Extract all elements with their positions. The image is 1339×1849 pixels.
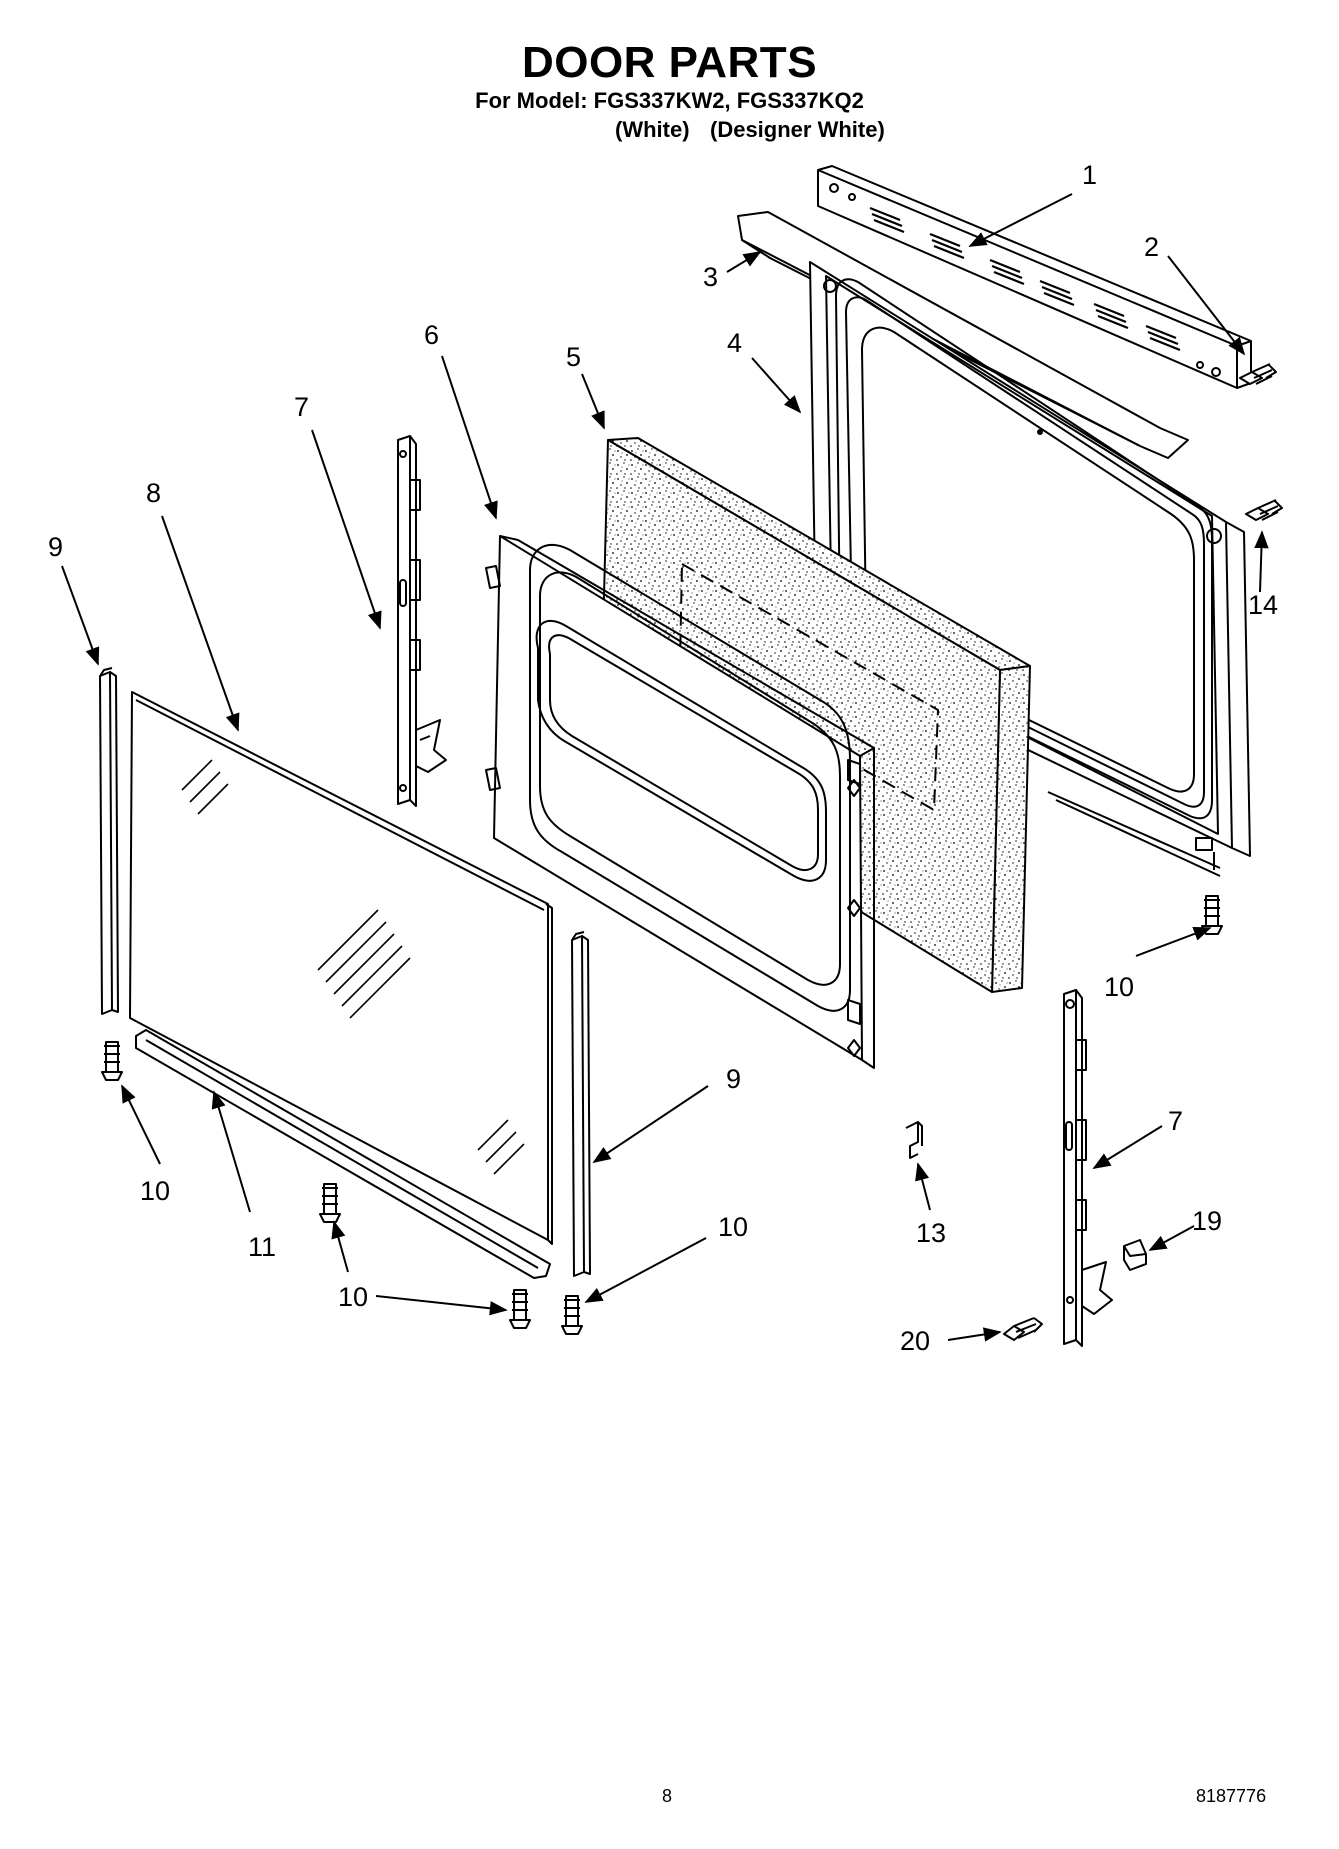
screw-part-20 [1003,1317,1043,1341]
part-9-side-trim-left [99,667,119,1015]
leader-7-right [1092,1125,1163,1169]
callout-6: 6 [424,320,439,350]
leader-4 [751,357,802,414]
callout-2: 2 [1144,232,1159,262]
leader-7-left [311,429,382,630]
screw-part-2 [1239,363,1277,385]
callout-10-left: 10 [140,1176,170,1206]
leader-5 [581,373,605,430]
leader-19 [1148,1225,1195,1251]
screw-part-10-left [101,1041,123,1081]
callout-9-right: 9 [726,1064,741,1094]
page-number: 8 [662,1786,673,1806]
callout-9-left: 9 [48,532,63,562]
part-8-outer-glass [129,691,553,1245]
leader-10-bottom-left [331,1220,349,1273]
callout-7-left: 7 [294,392,309,422]
finish-designer-white: (Designer White) [710,117,885,142]
callout-3: 3 [703,262,718,292]
leader-10-bottom-center [375,1295,508,1316]
leader-10-left [121,1084,161,1165]
leader-9-right [592,1085,709,1163]
leader-11 [211,1090,251,1213]
leader-8 [161,515,240,732]
callout-10-right: 10 [1104,972,1134,1002]
callout-13: 13 [916,1218,946,1248]
callout-14: 14 [1248,590,1278,620]
callout-10-bottom-right: 10 [718,1212,748,1242]
leader-10-right [1135,926,1212,957]
part-7-hinge-right [1063,989,1113,1347]
leader-10-bottom-right [584,1237,707,1303]
screw-part-14 [1245,499,1283,521]
screw-part-10-right [1201,895,1223,935]
part-9-side-trim-right [571,931,591,1277]
callout-7-right: 7 [1168,1106,1183,1136]
finish-white: (White) [615,117,690,142]
screw-part-10-bottom-center [509,1289,531,1329]
leader-20 [947,1327,1002,1342]
diagram-title: DOOR PARTS [521,38,818,87]
part-6-window-panel [485,535,875,1069]
leader-6 [441,355,498,520]
part-11-bottom-trim [135,1029,551,1279]
part-13-clip [905,1121,923,1159]
model-line: For Model: FGS337KW2, FGS337KQ2 [475,88,864,113]
leader-9-left [61,565,100,666]
callout-1: 1 [1082,160,1097,190]
callout-8: 8 [146,478,161,508]
callout-10-bottom-left: 10 [338,1282,368,1312]
leader-2 [1167,255,1246,356]
leader-3 [726,251,762,273]
leader-1 [968,193,1073,247]
callout-20: 20 [900,1326,930,1356]
part-19-block [1123,1239,1147,1271]
callout-19: 19 [1192,1206,1222,1236]
document-number: 8187776 [1196,1786,1267,1806]
screw-part-10-bottom-left [319,1183,341,1223]
leader-13 [915,1162,931,1211]
callout-5: 5 [566,342,581,372]
callout-4: 4 [727,328,742,358]
leader-14 [1254,530,1269,593]
callout-11: 11 [248,1232,276,1262]
part-4-inner-door-frame [809,261,1251,877]
part-7-hinge-left [397,435,447,807]
screw-part-10-bottom-right [561,1295,583,1335]
